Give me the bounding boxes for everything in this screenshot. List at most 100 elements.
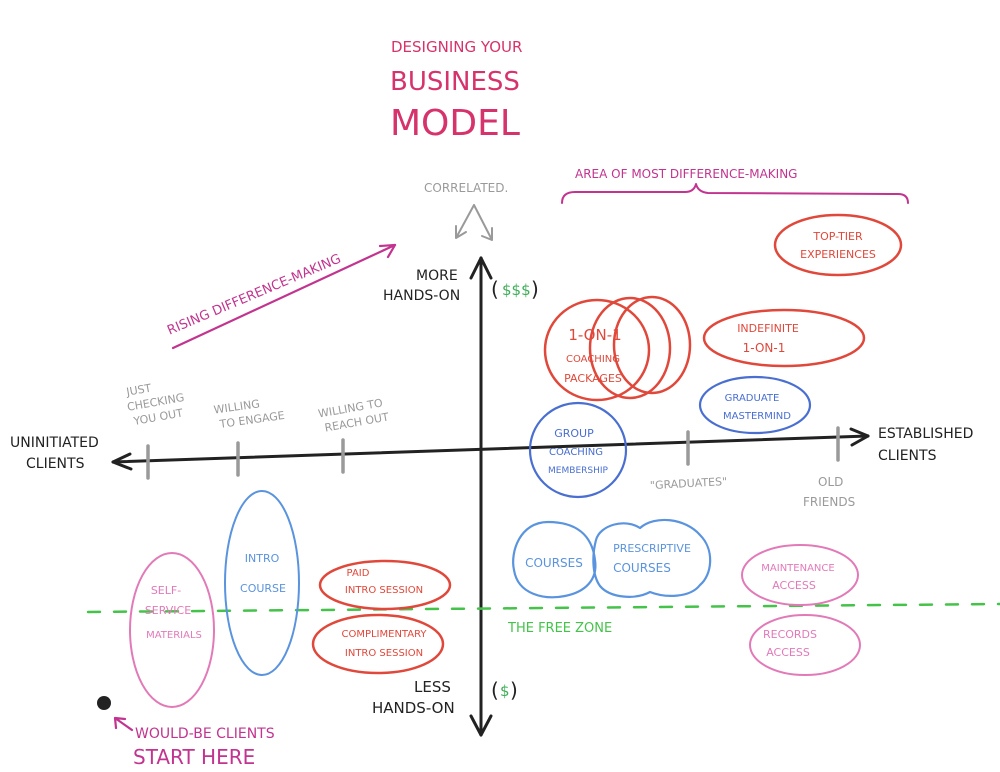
offering-label: Membership — [548, 466, 608, 476]
stack-layer-3 — [612, 295, 692, 395]
rising-arrow-line — [171, 243, 397, 350]
offering-label: Service — [145, 604, 191, 617]
offering-outline — [318, 559, 452, 611]
diagram-title: Designing your Business Model — [390, 38, 522, 144]
free-zone-line — [86, 602, 1000, 614]
offering-label: Self- — [151, 584, 181, 597]
tick-label-just-checking: Just checking you out — [124, 382, 185, 429]
y-axis-bottom-label: Less Hands-on — [372, 678, 455, 717]
offering-outline — [702, 308, 866, 368]
offering-outline — [698, 375, 812, 435]
title-line-3: Model — [390, 103, 520, 144]
offering-label: Maintenance — [761, 563, 834, 574]
free-zone-label: The Free Zone — [507, 621, 612, 636]
start-point-dot — [97, 696, 111, 710]
money-low-label: $ — [500, 682, 510, 700]
y-axis-top-label: More Hands-on — [383, 268, 460, 304]
offering-complimentary-intro-session[interactable]: Complimentary Intro Session — [311, 613, 445, 675]
clients-right-label: Clients — [878, 448, 937, 464]
area-of-most-difference-label: Area of most difference-making — [575, 167, 797, 181]
offering-outline — [749, 614, 861, 676]
more-label: More — [416, 268, 458, 284]
offering-outline — [773, 213, 903, 277]
offering-one-on-one-coaching[interactable]: 1-on-1 Coaching Packages — [543, 295, 692, 402]
paren-open: ( — [491, 277, 499, 301]
prescriptive-outline — [592, 518, 712, 598]
stack-layer-1 — [543, 298, 651, 402]
uninitiated-label: Uninitiated — [10, 435, 99, 451]
offering-label: Materials — [146, 630, 202, 641]
paren-open-low: ( — [491, 678, 499, 702]
tick-label-line: Old — [818, 475, 843, 489]
tick-label-line: Just — [124, 382, 152, 399]
offering-label: Paid — [347, 568, 370, 579]
correlated-fork-arrows — [455, 204, 493, 241]
paren-close-low: ) — [510, 678, 518, 702]
tick-label-willing-engage: Willing to engage — [213, 397, 286, 431]
offering-outline — [741, 544, 859, 606]
clients-left-label: Clients — [26, 456, 85, 472]
start-note-line-1: Would-be clients — [135, 726, 275, 742]
offering-label: Intro — [245, 552, 280, 565]
start-note: Would-be clients Start here — [133, 726, 275, 769]
title-line-1: Designing your — [391, 38, 522, 56]
offering-label: 1-on-1 — [743, 341, 786, 355]
offering-label: Access — [766, 646, 810, 659]
offering-label: Indefinite — [737, 322, 799, 335]
rising-difference-label: Rising difference-making — [165, 252, 343, 339]
tick-label-reach-out: Willing to reach out — [317, 396, 390, 434]
offering-paid-intro-session[interactable]: Paid Intro Session — [318, 559, 452, 611]
rising-difference-arrow: Rising difference-making — [165, 252, 343, 339]
offering-label: Courses — [525, 556, 583, 570]
offering-label: Course — [240, 582, 286, 595]
offering-label: Records — [763, 628, 817, 641]
offering-label: Intro Session — [345, 585, 423, 596]
area-brace — [561, 183, 909, 204]
offering-graduate-mastermind[interactable]: Graduate Mastermind — [698, 375, 812, 435]
tick-label-line: friends — [803, 495, 855, 509]
offering-self-service-materials[interactable]: Self- Service Materials — [129, 552, 215, 708]
offering-intro-course[interactable]: Intro Course — [224, 490, 300, 676]
offering-records-access[interactable]: Records Access — [749, 614, 861, 676]
offering-outline — [224, 490, 300, 676]
money-high: ( $$$ ) — [491, 277, 539, 301]
offering-label: Graduate — [725, 393, 780, 404]
x-axis-ticks — [146, 426, 840, 480]
hands-on-bottom-label: Hands-on — [372, 699, 455, 717]
x-axis-right-label: Established Clients — [878, 426, 973, 464]
paren-close: ) — [531, 277, 539, 301]
offering-label: Access — [772, 579, 816, 592]
offering-label: Experiences — [800, 248, 876, 261]
start-arrow — [113, 716, 134, 732]
offering-prescriptive-courses[interactable]: Prescriptive Courses — [592, 518, 712, 598]
vertical-axis — [469, 256, 493, 737]
offering-label: Top-Tier — [812, 230, 863, 243]
tick-label-old-friends: Old friends — [803, 475, 855, 509]
offering-top-tier-experiences[interactable]: Top-Tier Experiences — [773, 213, 903, 277]
offering-label: Complimentary — [341, 629, 427, 640]
offering-maintenance-access[interactable]: Maintenance Access — [741, 544, 859, 606]
horizontal-axis — [111, 427, 870, 471]
offering-outline — [528, 401, 628, 499]
x-axis-left-label: Uninitiated Clients — [10, 435, 99, 472]
offering-label: Mastermind — [723, 411, 791, 422]
offering-label: Intro Session — [345, 648, 423, 659]
tick-label-line: Willing — [213, 397, 261, 416]
offering-label: Packages — [564, 372, 622, 385]
start-note-line-2: Start here — [133, 745, 255, 769]
offering-label: Coaching — [566, 354, 620, 365]
offering-label: Group — [554, 427, 594, 440]
offering-outline — [311, 613, 445, 675]
offering-indefinite-one-on-one[interactable]: Indefinite 1-on-1 — [702, 308, 866, 368]
stack-layer-2 — [588, 296, 672, 400]
offering-label: Prescriptive — [613, 542, 691, 555]
title-line-2: Business — [390, 67, 520, 97]
offering-outline — [129, 552, 215, 708]
hands-on-top-label: Hands-on — [383, 288, 460, 304]
money-low: ( $ ) — [491, 678, 518, 702]
offering-courses[interactable]: Courses — [512, 520, 597, 599]
money-high-label: $$$ — [502, 281, 531, 299]
offering-label: Courses — [613, 561, 671, 575]
offering-group-coaching-membership[interactable]: Group Coaching Membership — [528, 401, 628, 499]
